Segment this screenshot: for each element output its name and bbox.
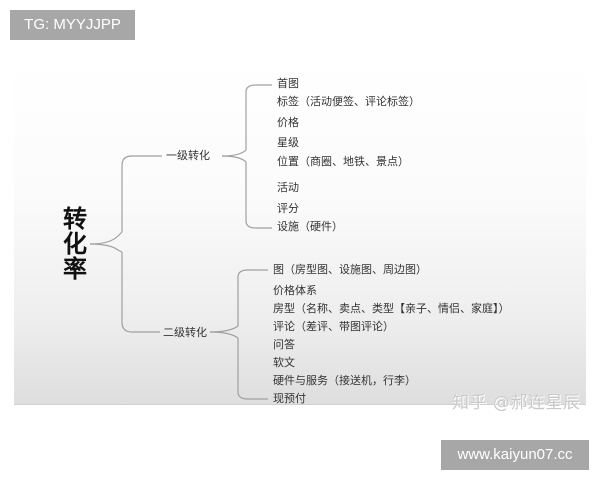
leaf-price: 价格 [277,116,299,129]
leaf-tags: 标签（活动便签、评论标签） [277,95,420,108]
branch-level2-conversion: 二级转化 [163,326,207,339]
telegram-badge: TG: MYYJJPP [10,10,135,40]
leaf-hardware-service: 硬件与服务（接送机，行李） [273,374,416,387]
mindmap-canvas [14,58,586,404]
leaf-reviews: 评论（差评、带图评论） [273,320,394,333]
leaf-activity: 活动 [277,181,299,194]
leaf-price-system: 价格体系 [273,284,317,297]
zhihu-watermark: 知乎 @郝连星辰 [452,393,581,413]
leaf-star-rating: 星级 [277,136,299,149]
leaf-room-type: 房型（名称、卖点、类型【亲子、情侣、家庭】） [273,302,510,315]
leaf-soft-articles: 软文 [273,356,295,369]
leaf-first-image: 首图 [277,77,299,90]
root-node: 转化率 [63,205,87,283]
leaf-payment: 现预付 [273,392,306,405]
branch-level1-conversion: 一级转化 [166,149,210,162]
leaf-score: 评分 [277,202,299,215]
leaf-facilities: 设施（硬件） [277,220,343,233]
leaf-location: 位置（商圈、地铁、景点） [277,155,409,168]
leaf-images: 图（房型图、设施图、周边图） [273,263,427,276]
leaf-qa: 问答 [273,338,295,351]
website-badge: www.kaiyun07.cc [441,440,589,470]
